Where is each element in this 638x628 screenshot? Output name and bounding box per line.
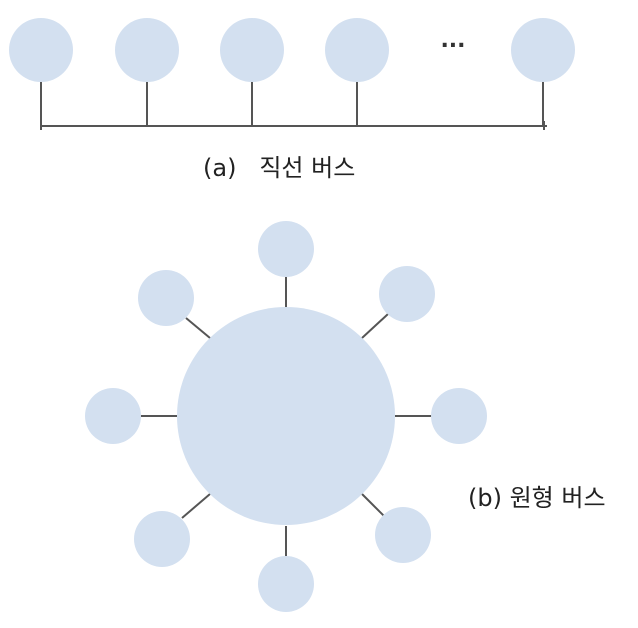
ring-bus-diagram: (b) 원형 버스 (85, 221, 606, 612)
linear-node (115, 18, 179, 82)
ring-satellite-node (379, 266, 435, 322)
ellipsis-text: ... (440, 28, 465, 53)
ring-satellite-node (138, 270, 194, 326)
ring-connector-line (185, 317, 211, 339)
ring-bus-center (177, 307, 395, 525)
linear-bus-caption: (a) 직선 버스 (203, 154, 355, 182)
ring-satellite-node (375, 507, 431, 563)
ring-connector-line (181, 493, 211, 519)
linear-bus-diagram: ... (a) 직선 버스 (9, 18, 575, 182)
linear-node (511, 18, 575, 82)
linear-node (220, 18, 284, 82)
ring-satellite-node (258, 221, 314, 277)
linear-node (9, 18, 73, 82)
ring-connector-line (361, 313, 389, 339)
ring-bus-caption: (b) 원형 버스 (468, 484, 606, 512)
ring-satellite-node (134, 511, 190, 567)
ring-satellite-node (431, 388, 487, 444)
ring-connector-line (361, 493, 385, 517)
ring-satellite-node (258, 556, 314, 612)
linear-node (325, 18, 389, 82)
ring-satellite-node (85, 388, 141, 444)
